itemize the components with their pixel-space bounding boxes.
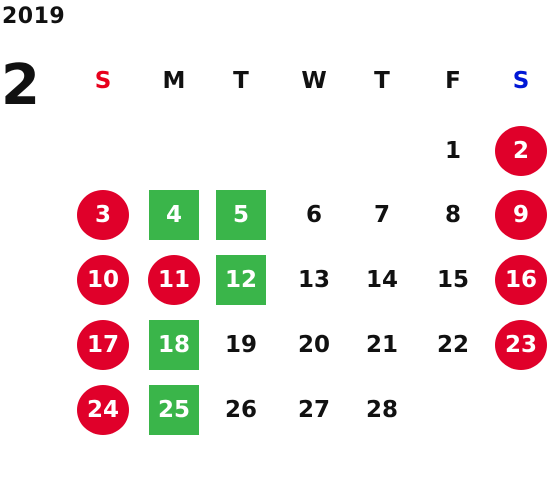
calendar-day-11[interactable]: 11 [148,255,200,305]
calendar-day-9[interactable]: 9 [495,190,547,240]
calendar-day-3[interactable]: 3 [77,190,129,240]
calendar-day-1[interactable]: 1 [444,137,461,164]
calendar-day-12[interactable]: 12 [216,255,266,305]
weekday-header-0: S [94,68,112,94]
calendar-day-8[interactable]: 8 [444,201,461,228]
calendar-day-7[interactable]: 7 [373,201,390,228]
month-number: 2 [1,53,40,118]
calendar-day-17[interactable]: 17 [77,320,129,370]
calendar-day-6[interactable]: 6 [305,201,322,228]
calendar-day-21[interactable]: 21 [365,331,398,358]
year-label: 2019 [2,4,66,29]
calendar-day-14[interactable]: 14 [365,266,398,293]
calendar-day-16[interactable]: 16 [495,255,547,305]
calendar-day-18[interactable]: 18 [149,320,199,370]
calendar-day-20[interactable]: 20 [297,331,330,358]
weekday-header-1: M [162,68,186,94]
calendar-day-5[interactable]: 5 [216,190,266,240]
calendar-day-27[interactable]: 27 [297,396,330,423]
calendar-day-22[interactable]: 22 [436,331,469,358]
calendar-day-10[interactable]: 10 [77,255,129,305]
calendar-day-13[interactable]: 13 [297,266,330,293]
calendar-day-15[interactable]: 15 [436,266,469,293]
calendar-day-19[interactable]: 19 [224,331,257,358]
calendar-day-2[interactable]: 2 [495,126,547,176]
weekday-header-5: F [445,68,461,94]
weekday-header-4: T [374,68,390,94]
weekday-header-2: T [233,68,249,94]
weekday-header-6: S [512,68,530,94]
calendar-day-25[interactable]: 25 [149,385,199,435]
calendar-day-4[interactable]: 4 [149,190,199,240]
weekday-header-3: W [301,68,327,94]
calendar-day-23[interactable]: 23 [495,320,547,370]
calendar-day-24[interactable]: 24 [77,385,129,435]
calendar-day-26[interactable]: 26 [224,396,257,423]
calendar-day-28[interactable]: 28 [365,396,398,423]
